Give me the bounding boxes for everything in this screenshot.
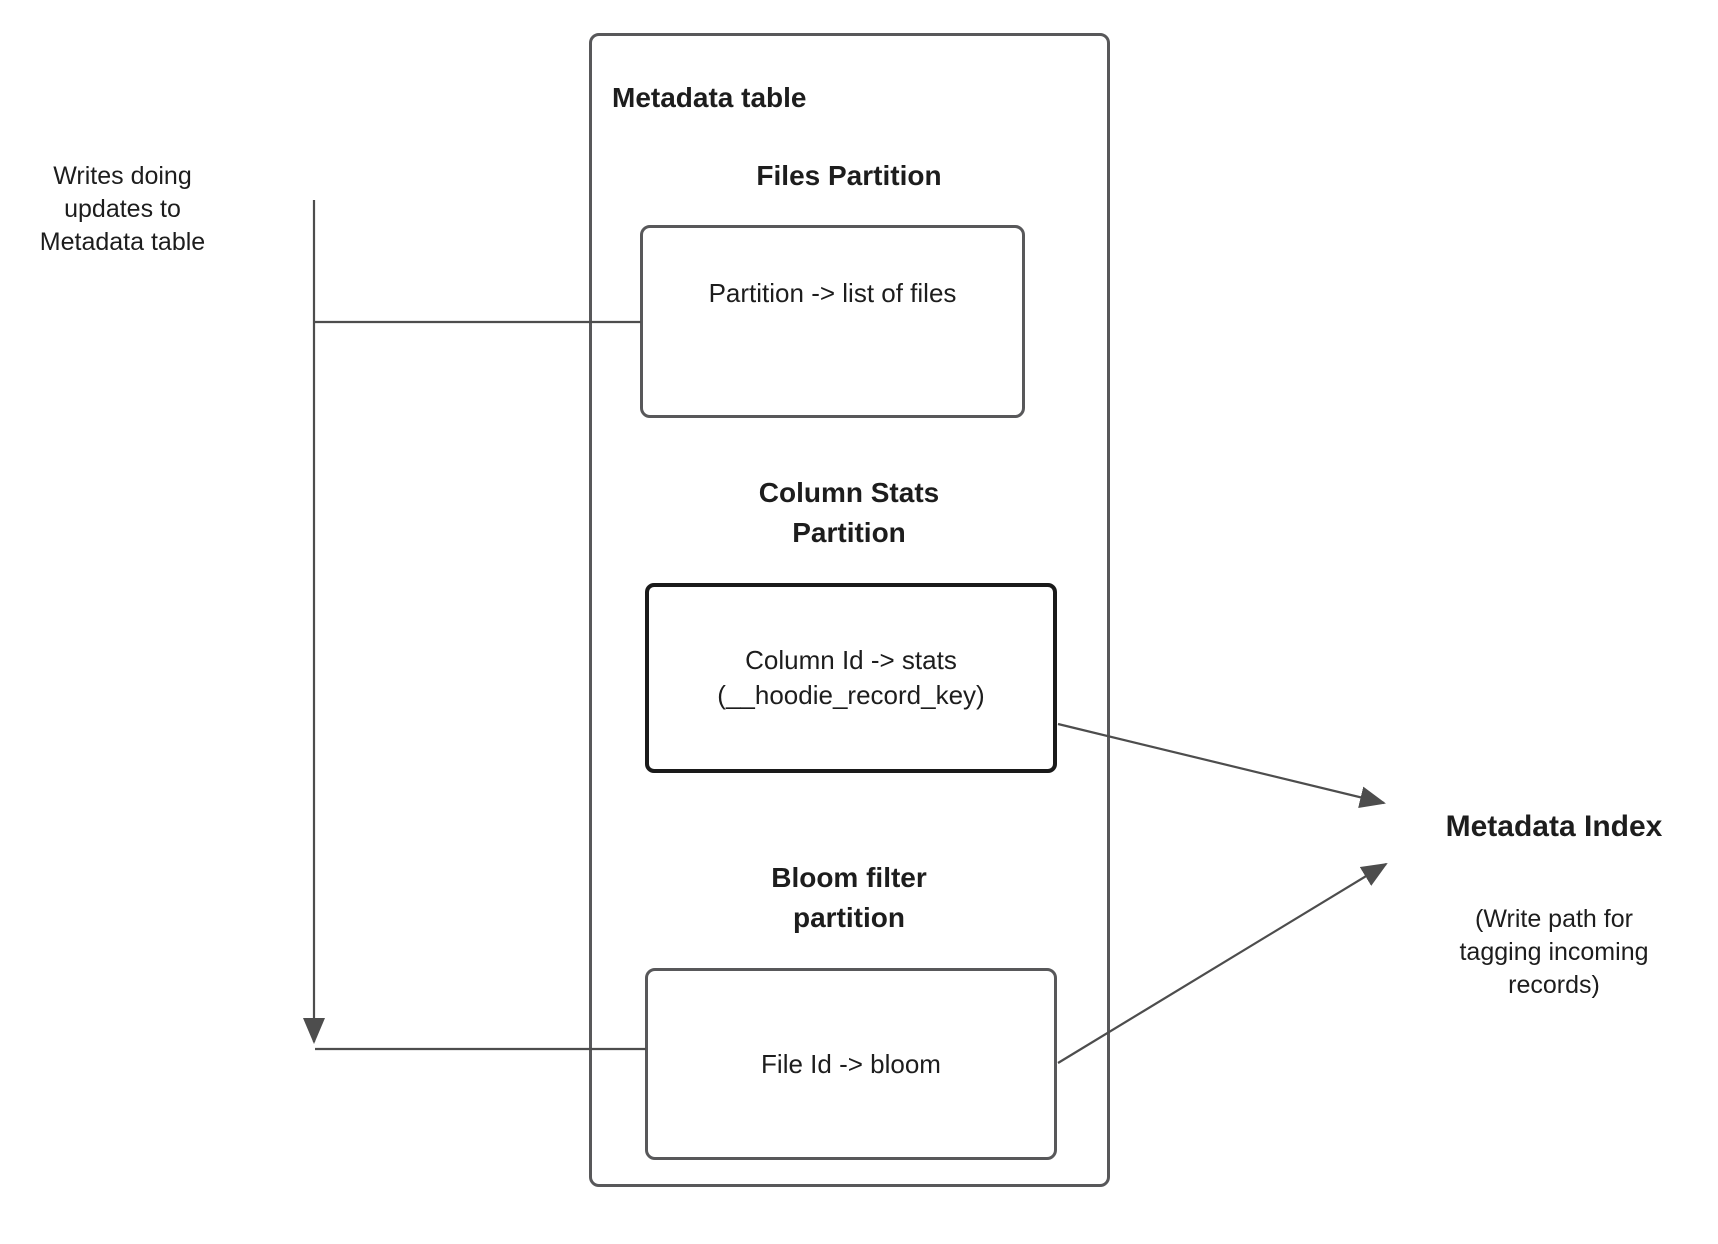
column-stats-partition-box: Column Id -> stats (__hoodie_record_key) [645, 583, 1057, 773]
metadata-index-title: Metadata Index [1445, 810, 1663, 843]
metadata-table-title: Metadata table [612, 82, 807, 113]
files-partition-box: Partition -> list of files [640, 225, 1025, 418]
files-partition-heading: Files Partition [756, 160, 942, 191]
writes-note: Writes doing updates to Metadata table [39, 162, 206, 256]
files-partition-mapping-text: Partition -> list of files [708, 278, 957, 308]
metadata-index-subtitle: (Write path for tagging incoming records… [1459, 905, 1649, 999]
bloom-filter-mapping-text: File Id -> bloom [761, 1048, 941, 1079]
bloom-filter-partition-heading: Bloom filter partition [771, 862, 927, 933]
bloom-filter-partition-box: File Id -> bloom [645, 968, 1057, 1160]
column-stats-partition-heading: Column Stats Partition [758, 477, 940, 548]
column-stats-mapping-text: Column Id -> stats (__hoodie_record_key) [717, 645, 985, 710]
